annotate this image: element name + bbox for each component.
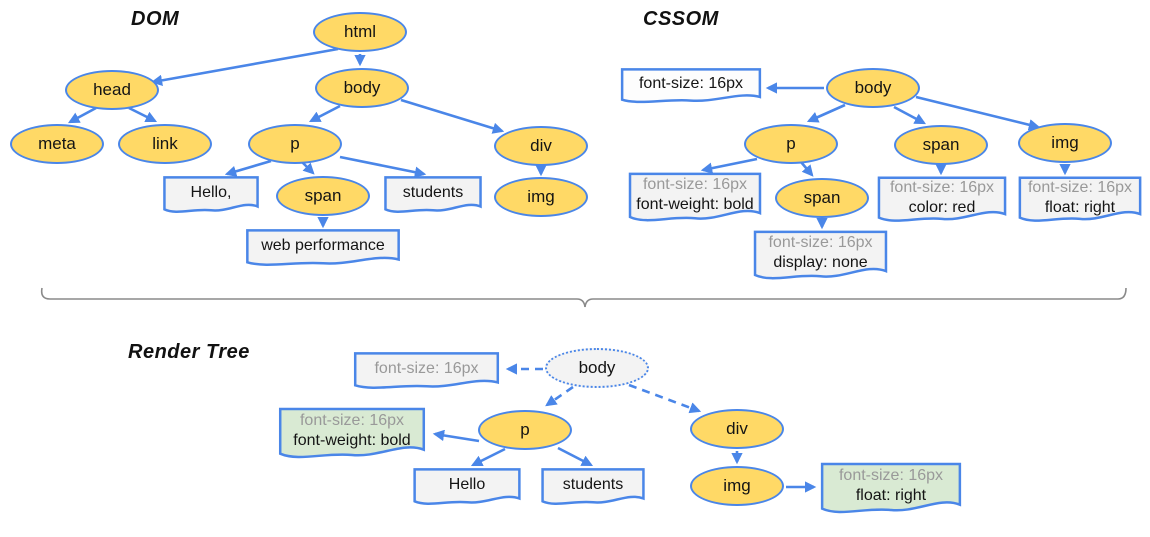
render-rule-img: font-size: 16px float: right [820,462,962,518]
render-node-div: div [690,409,784,449]
render-node-body: body [545,348,649,388]
dom-textnode-hello: Hello, [163,176,259,216]
cssom-rule-img: font-size: 16px float: right [1018,176,1142,226]
dom-node-p: p [248,124,342,164]
render-textnode-hello: Hello [413,468,521,508]
dom-node-span: span [276,176,370,216]
dom-node-link: link [118,124,212,164]
dom-node-head: head [65,70,159,110]
edge-p-span [301,161,315,175]
dom-title: DOM [131,8,180,30]
edge-cssom-p-rule [700,157,758,174]
dom-textnode-web-performance: web performance [245,229,401,269]
cssom-rule-body: font-size: 16px [620,68,762,106]
dom-node-img: img [494,177,588,217]
dom-node-html: html [313,12,407,52]
combine-brace [40,287,1127,308]
edge-render-p-hello [470,447,506,467]
edge-render-body-div [628,383,702,414]
cssom-node-span: span [894,125,988,165]
dom-textnode-students: students [384,176,482,216]
edge-cssom-body-span [893,105,927,125]
render-tree-title: Render Tree [128,341,250,363]
edge-render-p-rule [432,429,480,443]
dom-node-meta: meta [10,124,104,164]
render-rule-body: font-size: 16px [353,352,500,392]
edge-p-hello [224,159,272,177]
cssom-rule-span: font-size: 16px color: red [877,176,1007,226]
edge-html-head [150,47,339,87]
cssom-rule-p: font-size: 16px font-weight: bold [628,172,762,226]
cssom-node-span-in-p: span [775,178,869,218]
edge-body-div [400,98,505,134]
edge-cssom-p-span [800,161,814,177]
edge-p-students [339,155,427,178]
edge-render-body-p [545,385,574,407]
edge-head-link [128,106,158,123]
render-textnode-students: students [541,468,645,508]
cssom-title: CSSOM [643,8,719,30]
cssom-node-p: p [744,124,838,164]
render-rule-p: font-size: 16px font-weight: bold [278,407,426,463]
cssom-rule-span-in-p: font-size: 16px display: none [753,230,888,284]
dom-node-body: body [315,68,409,108]
edge-render-p-students [557,446,594,467]
edge-cssom-body-p [806,103,846,123]
render-node-img: img [690,466,784,506]
edge-head-meta [67,106,97,124]
edge-cssom-body-img [915,95,1041,131]
dom-node-div: div [494,126,588,166]
render-node-p: p [478,410,572,450]
cssom-node-img: img [1018,123,1112,163]
edge-body-p [308,104,341,123]
cssom-node-body: body [826,68,920,108]
